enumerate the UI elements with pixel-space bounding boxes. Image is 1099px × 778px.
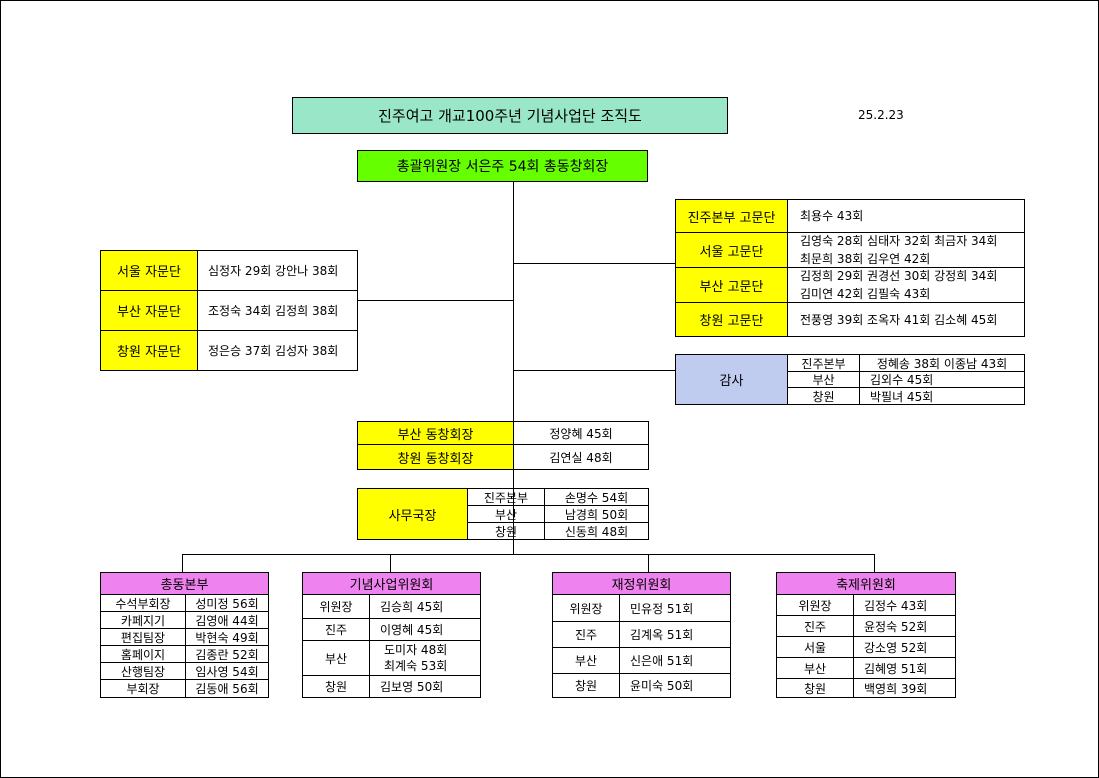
secretariat-label: 사무국장 <box>357 488 468 540</box>
connector-consultants-right <box>513 263 676 264</box>
consultant-changwon-label: 창원 고문단 <box>675 302 788 337</box>
hq-role-6: 부회장 <box>100 679 186 698</box>
hq-name-6: 김동애 56회 <box>185 679 269 698</box>
finance-name-1: 민유정 51회 <box>619 594 731 622</box>
consultant-busan-names: 김정희 29회 권경선 30회 강정희 34회 김미연 42회 김필숙 43회 <box>787 267 1025 303</box>
connector-festival-drop <box>874 554 875 572</box>
memorial-role-1: 위원장 <box>302 594 370 619</box>
advisor-seoul-names: 심정자 29회 강안나 38회 <box>197 250 358 291</box>
connector-hq-drop <box>182 554 183 572</box>
finance-name-4: 윤미숙 50회 <box>619 673 731 698</box>
secretariat-region-changwon: 창원 <box>467 522 545 540</box>
festival-role-3: 서울 <box>776 636 854 658</box>
hq-role-3: 편집팀장 <box>100 628 186 646</box>
memorial-role-2: 진주 <box>302 618 370 641</box>
memorial-name-1: 김승희 45회 <box>369 594 481 619</box>
festival-role-1: 위원장 <box>776 594 854 616</box>
connector-advisors-left <box>357 300 513 301</box>
alumni-busan-name: 정양혜 45회 <box>513 421 649 445</box>
memorial-name-2: 이영혜 45회 <box>369 618 481 641</box>
secretariat-region-busan: 부산 <box>467 505 545 523</box>
audit-names-jinju: 정혜송 38회 이종남 43회 <box>859 354 1025 372</box>
org-chart-title: 진주여고 개교100주년 기념사업단 조직도 <box>292 97 728 134</box>
audit-names-busan: 김외수 45회 <box>859 371 1025 388</box>
festival-name-1: 김정수 43회 <box>853 594 956 616</box>
secretariat-name-jinju: 손명수 54회 <box>544 488 649 506</box>
hq-role-1: 수석부회장 <box>100 594 186 612</box>
hq-role-5: 산행팀장 <box>100 662 186 680</box>
hq-name-4: 김종란 52회 <box>185 645 269 663</box>
finance-role-4: 창원 <box>552 673 620 698</box>
consultant-seoul-label: 서울 고문단 <box>675 232 788 268</box>
consultant-changwon-names: 전풍영 39회 조옥자 41회 김소혜 45회 <box>787 302 1025 337</box>
advisor-busan-names: 조정숙 34회 김정희 38회 <box>197 290 358 331</box>
alumni-changwon-name: 김연실 48회 <box>513 444 649 470</box>
secretariat-name-changwon: 신동희 48회 <box>544 522 649 540</box>
advisor-changwon-names: 정은승 37회 김성자 38회 <box>197 330 358 371</box>
hq-name-3: 박현숙 49회 <box>185 628 269 646</box>
finance-role-1: 위원장 <box>552 594 620 622</box>
consultant-busan-label: 부산 고문단 <box>675 267 788 303</box>
memorial-name-3a: 도미자 48회 <box>384 643 448 657</box>
consultant-seoul-names: 김영숙 28회 심태자 32회 최금자 34회 최문희 38회 김우연 42회 <box>787 232 1025 268</box>
chairman-box: 총괄위원장 서은주 54회 총동창회장 <box>357 150 648 182</box>
chart-date: 25.2.23 <box>858 108 904 122</box>
connector-finance-drop <box>648 554 649 572</box>
festival-role-5: 창원 <box>776 678 854 698</box>
finance-name-3: 신은애 51회 <box>619 647 731 674</box>
finance-role-3: 부산 <box>552 647 620 674</box>
consultant-busan-line-2: 김미연 42회 김필숙 43회 <box>800 287 931 301</box>
hq-name-5: 임사영 54회 <box>185 662 269 680</box>
festival-role-4: 부산 <box>776 657 854 679</box>
memorial-names-3: 도미자 48회 최계숙 53회 <box>369 640 481 676</box>
festival-name-4: 김혜영 51회 <box>853 657 956 679</box>
consultant-busan-line-1: 김정희 29회 권경선 30회 강정희 34회 <box>800 269 998 283</box>
finance-name-2: 김계옥 51회 <box>619 621 731 648</box>
memorial-role-4: 창원 <box>302 675 370 698</box>
hq-role-2: 카페지기 <box>100 611 186 629</box>
hq-title: 총동본부 <box>100 572 269 595</box>
alumni-changwon-label: 창원 동창회장 <box>357 444 514 470</box>
consultant-seoul-line-1: 김영숙 28회 심태자 32회 최금자 34회 <box>800 234 998 248</box>
connector-main-vertical <box>513 182 514 554</box>
finance-title: 재정위원회 <box>552 572 731 595</box>
hq-name-2: 김영애 44회 <box>185 611 269 629</box>
advisor-seoul-label: 서울 자문단 <box>100 250 198 291</box>
hq-name-1: 성미정 56회 <box>185 594 269 612</box>
consultant-jinju-line: 최용수 43회 <box>800 209 864 223</box>
festival-name-3: 강소영 52회 <box>853 636 956 658</box>
consultant-jinju-names: 최용수 43회 <box>787 199 1025 233</box>
audit-label: 감사 <box>675 354 788 405</box>
audit-region-changwon: 창원 <box>787 387 860 405</box>
connector-committees-horizontal <box>182 554 874 555</box>
secretariat-name-busan: 남경희 50회 <box>544 505 649 523</box>
hq-role-4: 홈페이지 <box>100 645 186 663</box>
connector-memorial-drop <box>390 554 391 572</box>
secretariat-region-jinju: 진주본부 <box>467 488 545 506</box>
consultant-changwon-line: 전풍영 39회 조옥자 41회 김소혜 45회 <box>800 312 998 327</box>
festival-title: 축제위원회 <box>776 572 956 595</box>
memorial-name-4: 김보영 50회 <box>369 675 481 698</box>
audit-region-jinju: 진주본부 <box>787 354 860 372</box>
advisor-changwon-label: 창원 자문단 <box>100 330 198 371</box>
consultant-jinju-label: 진주본부 고문단 <box>675 199 788 233</box>
advisor-busan-label: 부산 자문단 <box>100 290 198 331</box>
memorial-title: 기념사업위원회 <box>302 572 481 595</box>
connector-audit-right <box>513 370 676 371</box>
festival-role-2: 진주 <box>776 615 854 637</box>
audit-names-changwon: 박필녀 45회 <box>859 387 1025 405</box>
festival-name-2: 윤정숙 52회 <box>853 615 956 637</box>
consultant-seoul-line-2: 최문희 38회 김우연 42회 <box>800 252 931 266</box>
audit-region-busan: 부산 <box>787 371 860 388</box>
memorial-role-3: 부산 <box>302 640 370 676</box>
memorial-name-3b: 최계숙 53회 <box>384 659 448 673</box>
alumni-busan-label: 부산 동창회장 <box>357 421 514 445</box>
festival-name-5: 백영희 39회 <box>853 678 956 698</box>
finance-role-2: 진주 <box>552 621 620 648</box>
